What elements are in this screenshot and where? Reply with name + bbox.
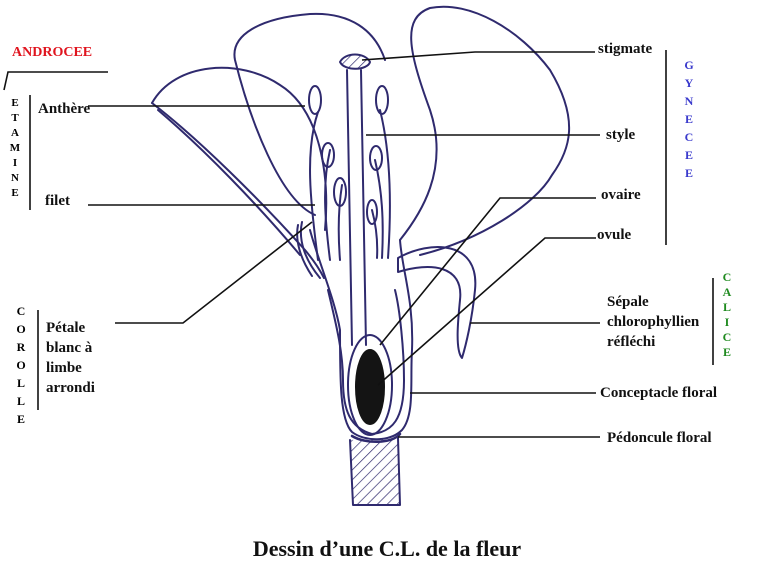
petal-left-back xyxy=(233,12,386,216)
corolle-letter: C xyxy=(16,304,26,318)
label-petale: Pétale blanc à limbe arrondi xyxy=(46,318,95,398)
leader-stigmate xyxy=(361,51,595,61)
label-petale-line: arrondi xyxy=(46,380,95,396)
corolle-letter: E xyxy=(16,412,25,426)
androcee-label: ANDROCEE xyxy=(12,45,93,60)
label-conceptacle: Conceptacle floral xyxy=(600,385,718,401)
calice-letter: I xyxy=(724,315,730,329)
ovule xyxy=(355,349,385,425)
stamen-filament-right xyxy=(371,109,391,259)
page-title: Dessin d’une C.L. de la fleur xyxy=(252,536,522,561)
corolle-letter: O xyxy=(16,322,26,336)
label-petale-line: Pétale xyxy=(46,320,86,336)
calice-letter: E xyxy=(722,345,731,359)
etamine-letter: M xyxy=(9,142,21,154)
calice-letters: C A L I C E xyxy=(720,270,734,360)
calice-letter: C xyxy=(722,270,732,284)
calice-letter: A xyxy=(722,285,732,299)
calice-letter: L xyxy=(722,300,731,314)
corolle-letter: L xyxy=(16,394,25,408)
gynecee-letter: E xyxy=(684,112,693,126)
etamine-letter: A xyxy=(11,127,19,139)
etamine-letters: E T A M I N E xyxy=(8,96,22,201)
label-style: style xyxy=(606,127,636,143)
petal-right xyxy=(399,5,571,256)
label-sepale-line: réfléchi xyxy=(607,334,656,350)
gynecee-letter: Y xyxy=(684,76,694,90)
gynecee-letters: G Y N E C E E xyxy=(682,56,696,182)
label-petale-line: limbe xyxy=(46,360,82,376)
corolle-letter: L xyxy=(16,376,25,390)
etamine-letter: E xyxy=(11,187,19,199)
label-sepale-line: chlorophyllien xyxy=(607,314,700,330)
corolle-letter: O xyxy=(16,358,26,372)
stigma xyxy=(339,53,371,70)
stamen-filament-left xyxy=(309,111,343,261)
label-petale-line: blanc à xyxy=(46,340,93,356)
label-ovule: ovule xyxy=(597,227,632,243)
gynecee-letter: E xyxy=(684,148,693,162)
label-ovaire: ovaire xyxy=(601,187,641,203)
etamine-letter: I xyxy=(12,157,18,169)
etamine-letter: E xyxy=(11,97,19,109)
corolle-letters: C O R O L L E xyxy=(14,302,28,428)
corolle-letter: R xyxy=(16,340,26,354)
ovary xyxy=(347,334,393,436)
bracket-androcee xyxy=(3,71,108,91)
leader-ovule xyxy=(377,237,596,386)
gynecee-letter: C xyxy=(684,130,694,144)
label-anthere: Anthère xyxy=(38,101,91,117)
leader-petale xyxy=(115,221,313,324)
label-sepale: Sépale chlorophyllien réfléchi xyxy=(607,292,699,352)
calice-letter: C xyxy=(722,330,732,344)
sepal xyxy=(397,246,477,359)
label-pedoncule: Pédoncule floral xyxy=(607,430,712,446)
gynecee-letter: E xyxy=(684,166,693,180)
label-filet: filet xyxy=(45,193,70,209)
etamine-letter: N xyxy=(11,172,19,184)
label-sepale-line: Sépale xyxy=(607,294,649,310)
leader-ovaire xyxy=(379,197,596,346)
label-stigmate: stigmate xyxy=(598,41,653,57)
etamine-letter: T xyxy=(11,112,19,124)
gynecee-letter: G xyxy=(684,58,694,72)
peduncle xyxy=(349,437,401,506)
style xyxy=(346,69,367,346)
gynecee-letter: N xyxy=(684,94,694,108)
